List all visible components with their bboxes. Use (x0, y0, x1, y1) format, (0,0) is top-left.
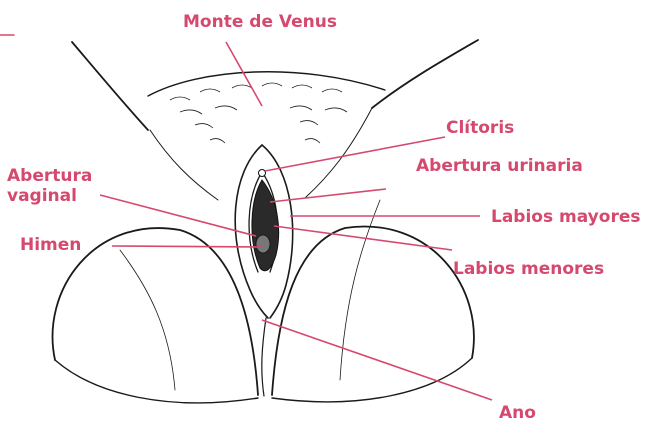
perineum (262, 318, 266, 396)
hair-texture (170, 83, 347, 143)
vaginal-opening (256, 235, 270, 253)
right-buttock-lower (272, 358, 472, 402)
leader-lines (100, 42, 492, 400)
left-buttock-lower (55, 360, 258, 403)
leader-anus (262, 320, 492, 400)
right-thigh-outline (372, 40, 478, 108)
leader-hymen (112, 246, 262, 247)
label-hymen: Himen (20, 235, 81, 255)
left-buttock (53, 228, 258, 395)
left-crease (150, 130, 218, 200)
left-shade (120, 250, 175, 390)
label-clitoris: Clítoris (446, 118, 514, 138)
label-labia-minora: Labios menores (453, 259, 604, 279)
label-monte-de-venus: Monte de Venus (183, 12, 337, 32)
left-thigh-outline (72, 42, 148, 130)
label-labia-majora: Labios mayores (491, 207, 640, 227)
label-anus: Ano (499, 403, 536, 423)
label-vaginal-opening: Abertura vaginal (7, 166, 92, 206)
right-buttock (272, 226, 474, 395)
label-urinary-opening: Abertura urinaria (416, 156, 583, 176)
clitoris-mark (259, 170, 266, 177)
